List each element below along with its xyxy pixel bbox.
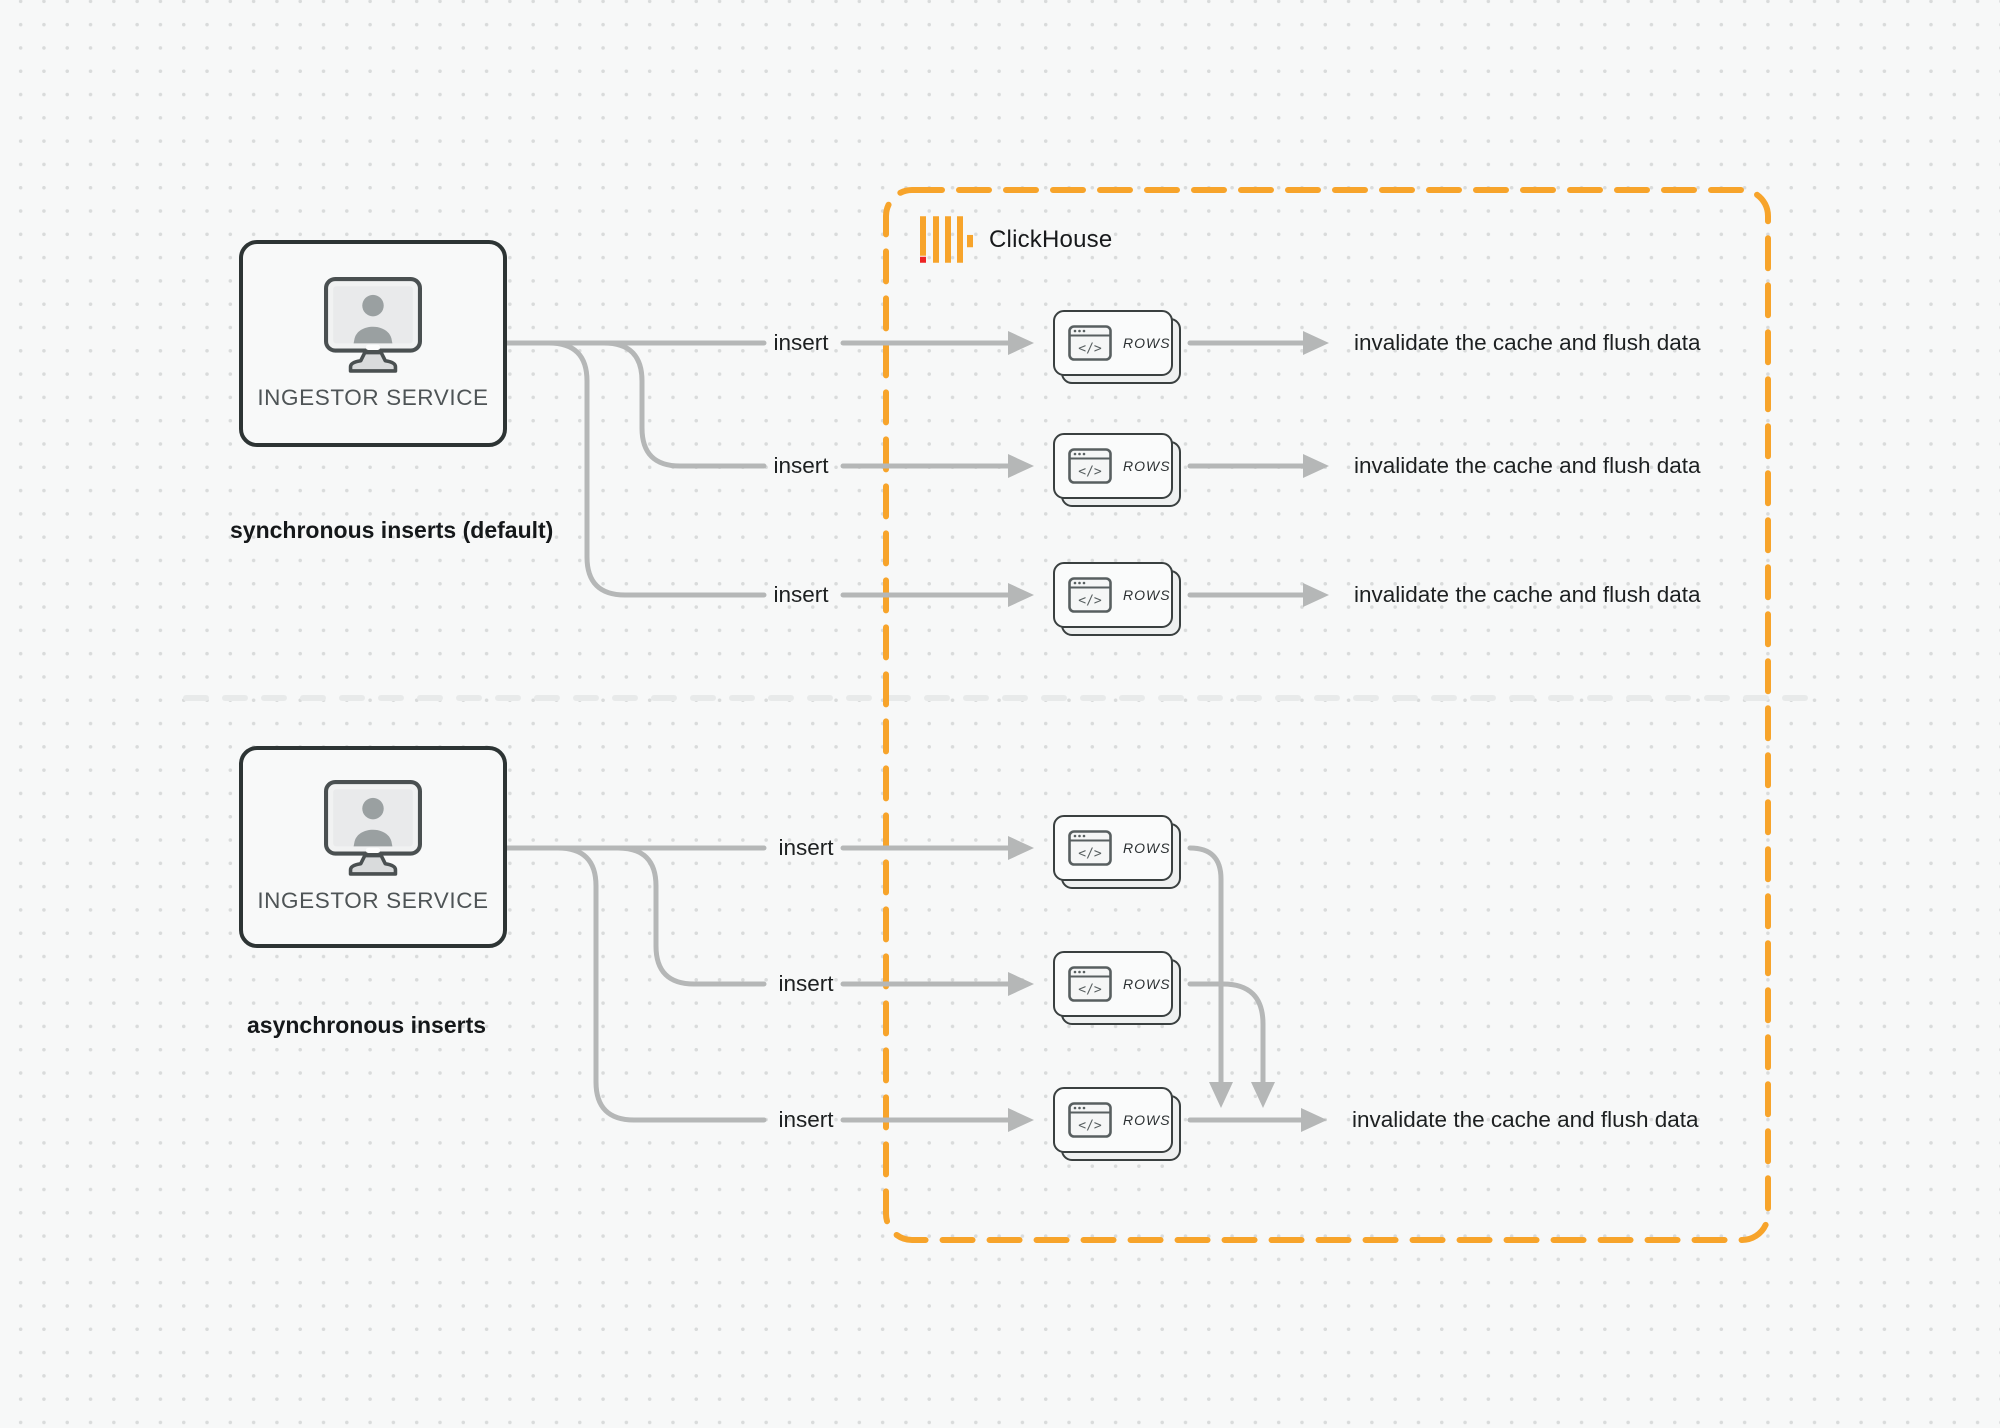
svg-text:</>: </> xyxy=(1078,342,1102,357)
code-window-icon: </> xyxy=(1068,325,1112,361)
rows-card: </> ROWS xyxy=(1053,562,1181,636)
rows-card: </> ROWS xyxy=(1053,815,1181,889)
insert-label: insert xyxy=(778,1107,834,1132)
code-window-icon: </> xyxy=(1068,577,1112,613)
async-ingestor-service-box: INGESTOR SERVICE xyxy=(239,746,507,948)
insert-label: insert xyxy=(778,835,834,860)
rows-card: </> ROWS xyxy=(1053,310,1181,384)
svg-text:</>: </> xyxy=(1078,983,1102,998)
insert-label: insert xyxy=(778,971,834,996)
svg-text:</>: </> xyxy=(1078,594,1102,609)
rows-card: </> ROWS xyxy=(1053,433,1181,507)
svg-text:</>: </> xyxy=(1078,847,1102,862)
rows-card: </> ROWS xyxy=(1053,951,1181,1025)
result-label: invalidate the cache and flush data xyxy=(1354,582,1701,607)
clickhouse-logo: ClickHouse xyxy=(920,216,1112,263)
user-monitor-icon xyxy=(324,780,422,876)
code-window-icon: </> xyxy=(1068,1102,1112,1138)
rows-label: ROWS xyxy=(1123,335,1171,351)
clickhouse-boundary xyxy=(883,187,1771,1243)
result-label: invalidate the cache and flush data xyxy=(1352,1107,1699,1132)
async-caption: asynchronous inserts xyxy=(247,1012,487,1038)
rows-label: ROWS xyxy=(1123,587,1171,603)
insert-label: insert xyxy=(773,330,829,355)
rows-label: ROWS xyxy=(1123,976,1171,992)
clickhouse-title: ClickHouse xyxy=(989,225,1113,253)
code-window-icon: </> xyxy=(1068,966,1112,1002)
result-label: invalidate the cache and flush data xyxy=(1354,330,1701,355)
user-monitor-icon xyxy=(324,276,422,373)
code-window-icon: </> xyxy=(1068,830,1112,866)
sync-ingestor-service-box: INGESTOR SERVICE xyxy=(239,240,507,447)
code-window-icon: </> xyxy=(1068,448,1112,484)
svg-text:</>: </> xyxy=(1078,465,1102,480)
service-label: INGESTOR SERVICE xyxy=(257,384,489,410)
service-label: INGESTOR SERVICE xyxy=(257,888,489,913)
rows-label: ROWS xyxy=(1123,458,1171,474)
rows-label: ROWS xyxy=(1123,1112,1171,1128)
rows-card: </> ROWS xyxy=(1053,1087,1181,1161)
svg-text:</>: </> xyxy=(1078,1119,1102,1134)
sync-caption: synchronous inserts (default) xyxy=(230,517,554,543)
result-label: invalidate the cache and flush data xyxy=(1354,453,1701,478)
clickhouse-logo-icon xyxy=(920,216,973,263)
insert-label: insert xyxy=(773,582,829,607)
insert-label: insert xyxy=(773,453,829,478)
rows-label: ROWS xyxy=(1123,840,1171,856)
